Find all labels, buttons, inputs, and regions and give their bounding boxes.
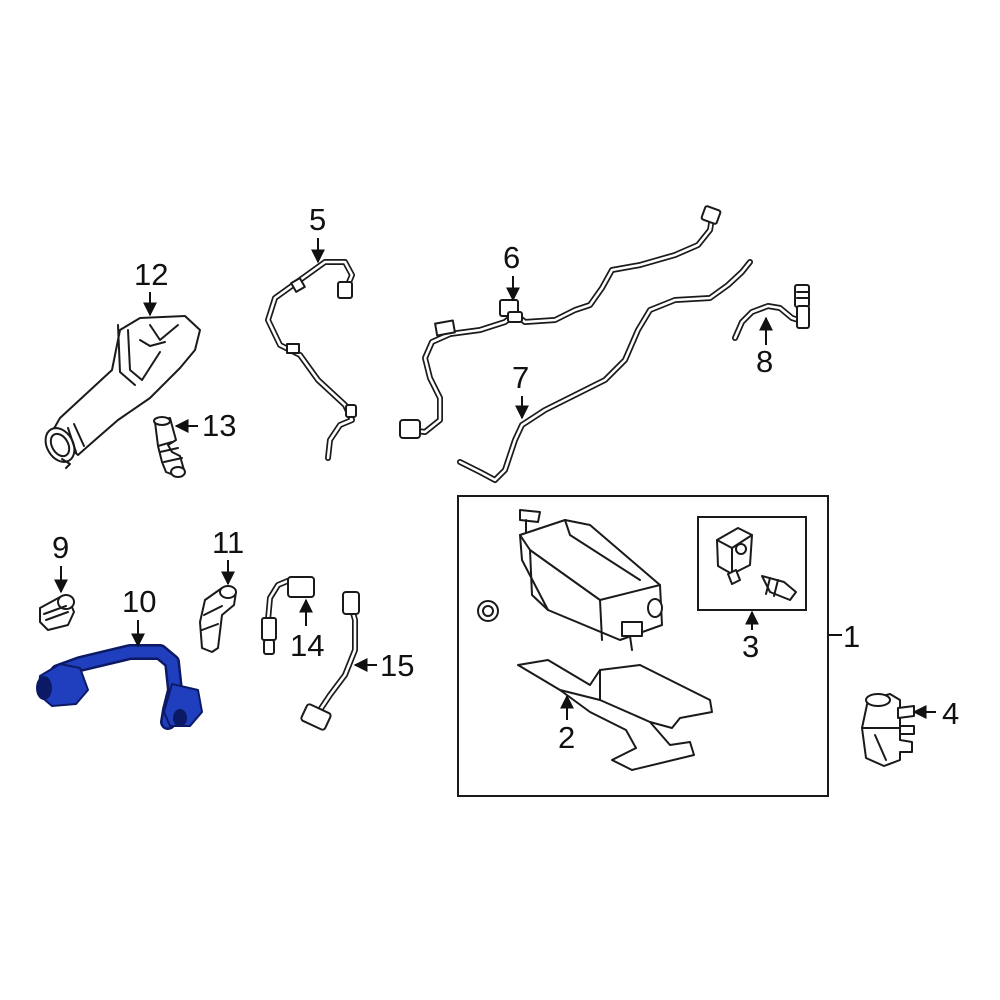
svg-text:13: 13 bbox=[202, 408, 236, 443]
callout-1: 1 bbox=[829, 619, 860, 654]
part-1-canister[interactable] bbox=[477, 509, 663, 651]
part-6-vapor-line[interactable] bbox=[399, 205, 722, 439]
part-3-inset-box bbox=[697, 516, 807, 611]
svg-text:10: 10 bbox=[122, 584, 156, 619]
svg-text:8: 8 bbox=[756, 344, 773, 379]
callout-6: 6 bbox=[503, 240, 520, 302]
part-14-sensor[interactable] bbox=[261, 576, 315, 655]
callout-3: 3 bbox=[742, 610, 759, 664]
callout-14: 14 bbox=[290, 598, 324, 663]
svg-text:14: 14 bbox=[290, 628, 324, 663]
part-5-tube[interactable] bbox=[265, 259, 357, 461]
part-8-hose[interactable] bbox=[732, 284, 810, 341]
svg-text:15: 15 bbox=[380, 648, 414, 683]
svg-text:9: 9 bbox=[52, 530, 69, 565]
part-13-valve[interactable] bbox=[153, 416, 186, 478]
svg-text:3: 3 bbox=[742, 629, 759, 664]
svg-text:7: 7 bbox=[512, 360, 529, 395]
callout-15: 15 bbox=[353, 648, 414, 683]
callout-12: 12 bbox=[134, 257, 168, 317]
part-2-shield[interactable] bbox=[517, 659, 713, 771]
svg-text:12: 12 bbox=[134, 257, 168, 292]
part-12-hose[interactable] bbox=[40, 315, 201, 469]
part-7-tube[interactable] bbox=[457, 259, 753, 483]
assembly-box-1 bbox=[457, 495, 829, 797]
part-9-fitting[interactable] bbox=[39, 594, 75, 631]
svg-text:11: 11 bbox=[212, 525, 244, 560]
callout-4: 4 bbox=[912, 696, 959, 731]
callout-2: 2 bbox=[558, 694, 575, 755]
part-11-connector[interactable] bbox=[199, 585, 237, 653]
callout-13: 13 bbox=[174, 408, 236, 443]
svg-text:6: 6 bbox=[503, 240, 520, 275]
callout-10: 10 bbox=[122, 584, 156, 648]
part-3-valve[interactable] bbox=[716, 527, 797, 601]
part-4-valve[interactable] bbox=[861, 693, 915, 767]
callout-9: 9 bbox=[52, 530, 69, 594]
callout-8: 8 bbox=[756, 316, 773, 379]
svg-text:2: 2 bbox=[558, 720, 575, 755]
svg-text:4: 4 bbox=[942, 696, 959, 731]
part-15-sensor[interactable] bbox=[300, 591, 360, 731]
callout-5: 5 bbox=[309, 202, 326, 264]
callout-7: 7 bbox=[512, 360, 529, 420]
callout-11: 11 bbox=[212, 525, 244, 586]
svg-text:1: 1 bbox=[843, 619, 860, 654]
svg-text:5: 5 bbox=[309, 202, 326, 237]
part-10-hose-highlighted[interactable] bbox=[36, 644, 203, 730]
